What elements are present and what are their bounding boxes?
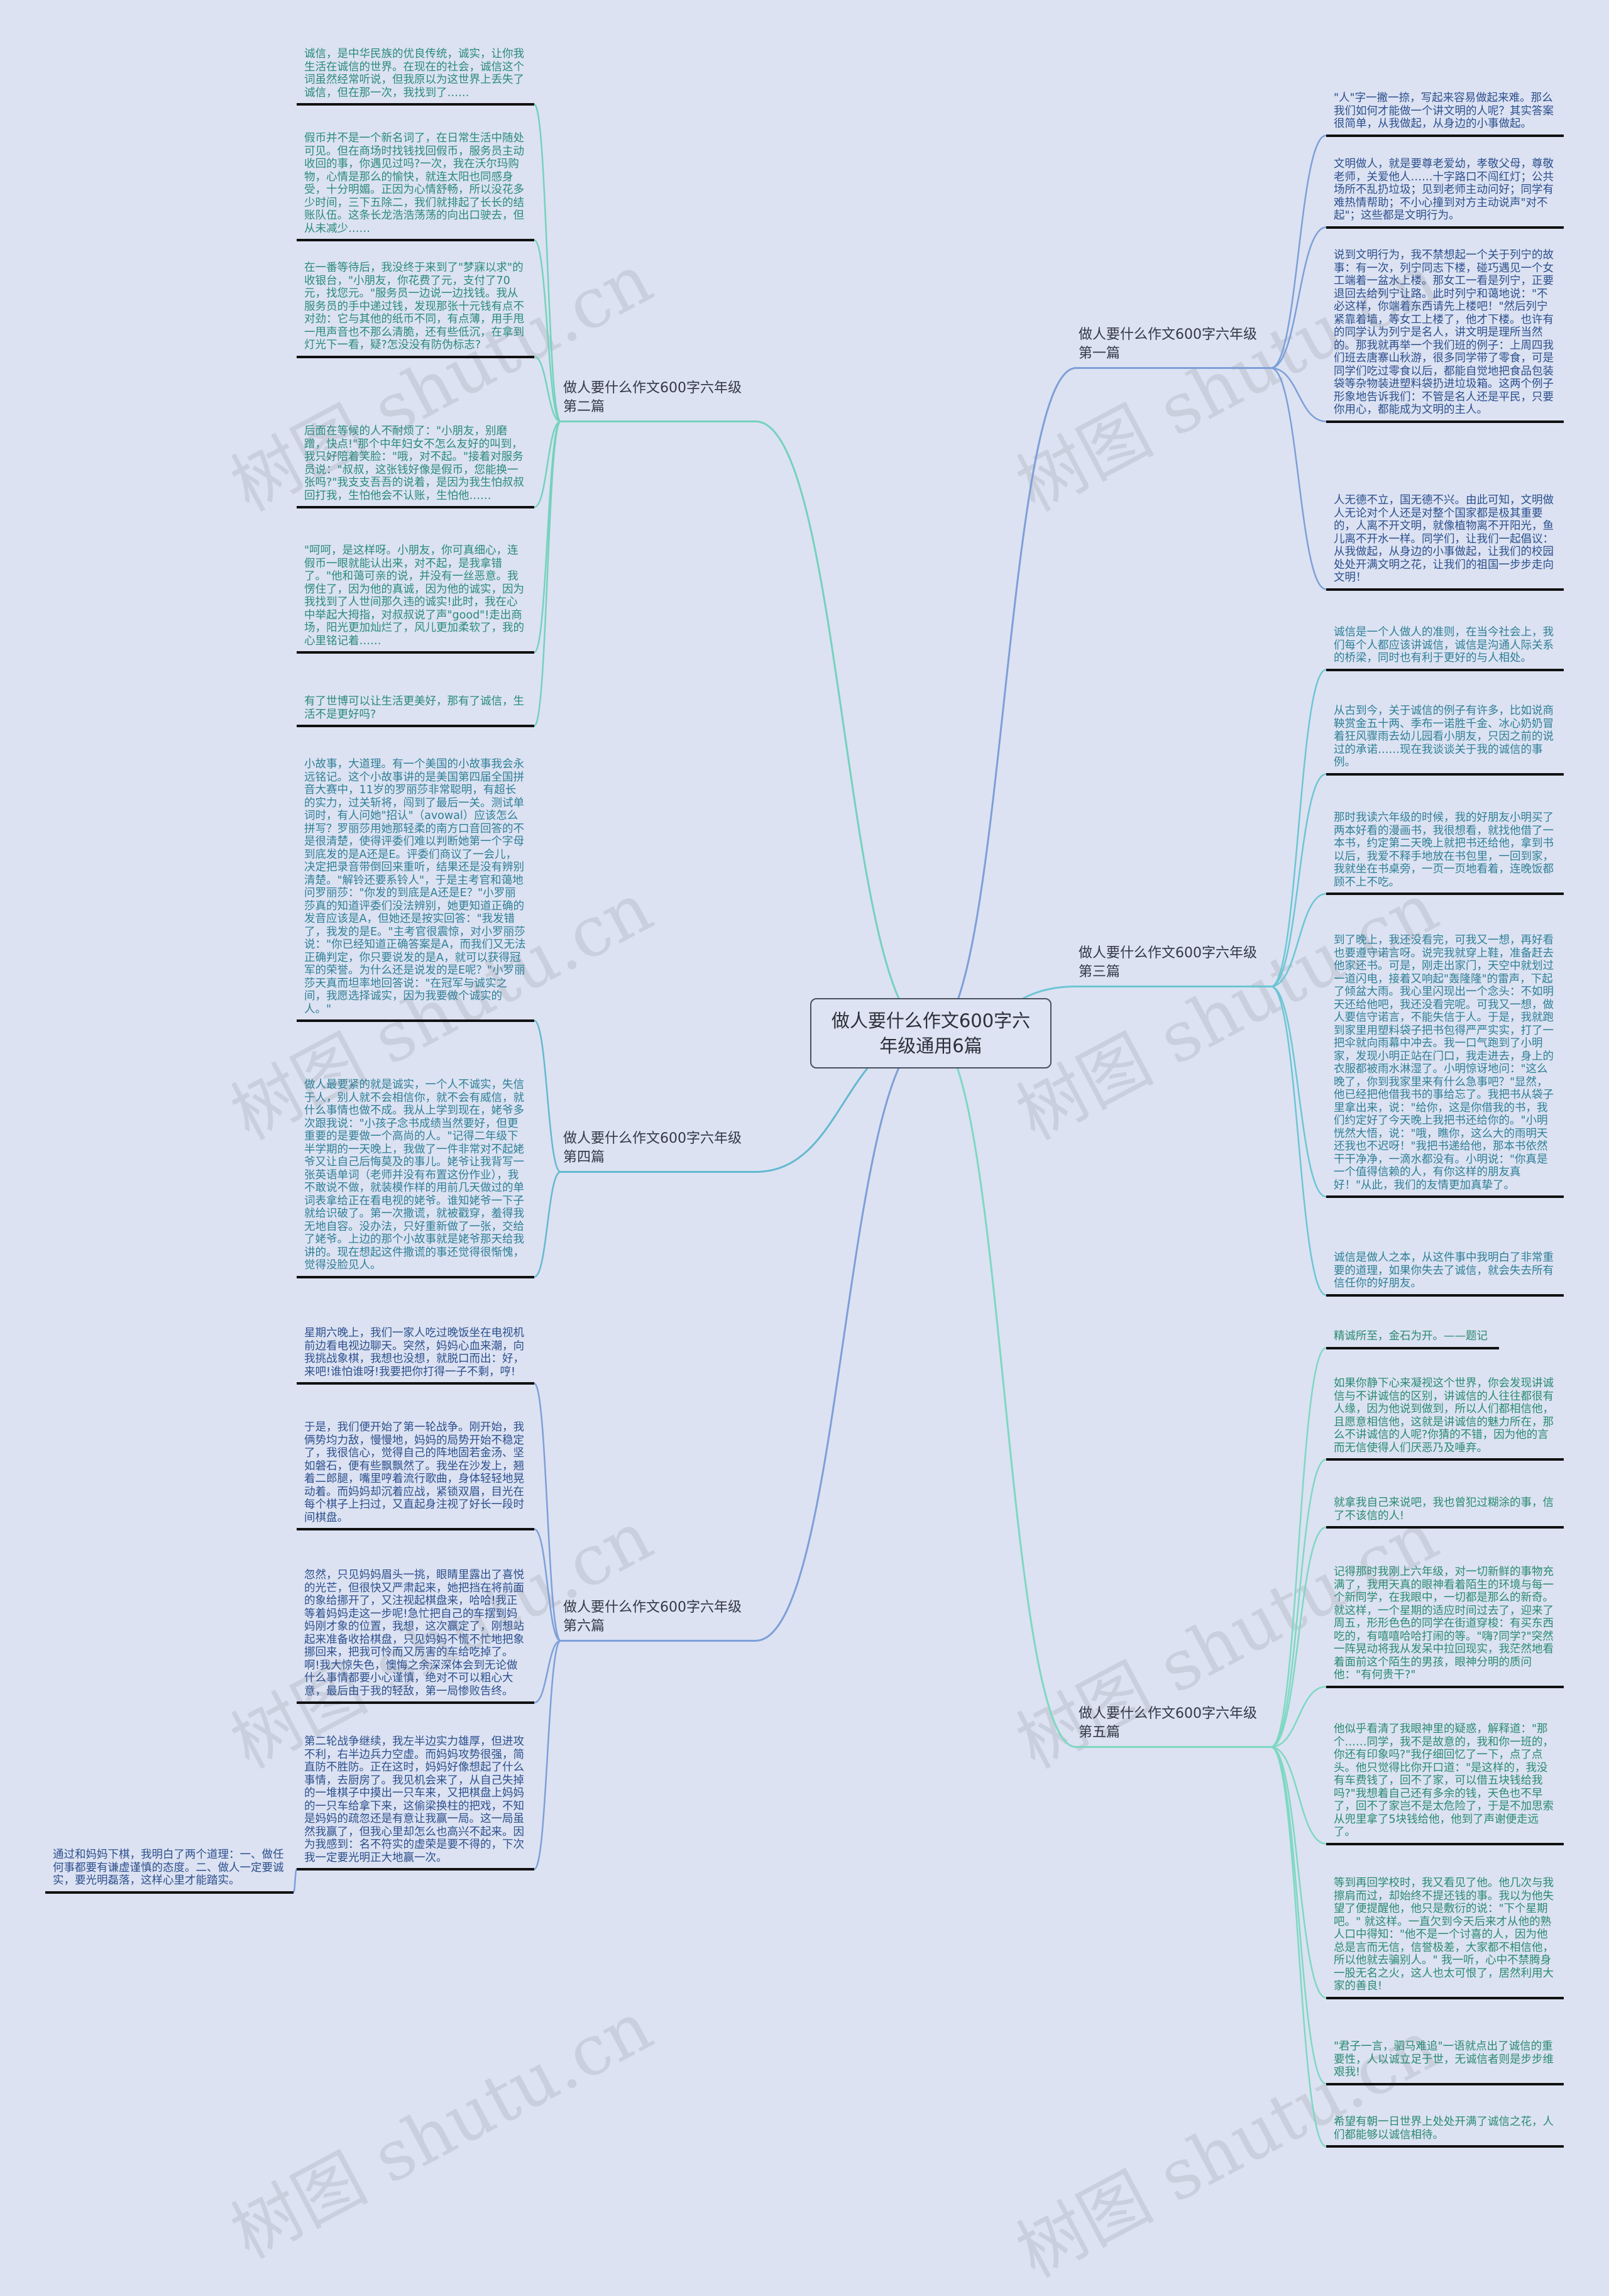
leaf-connector [533,420,562,654]
leaf-connector [534,1019,561,1173]
leaf-node[interactable]: 后面在等候的人不耐烦了："小朋友，别磨蹭，快点!"那个中年妇女不怎么友好的叫到，… [297,425,534,508]
leaf-connector [1270,893,1327,987]
leaf-node[interactable]: 到了晚上，我还没看完，可我又一想，再好看也要遵守诺言呀。说完我就穿上鞋，准备赶去… [1326,934,1564,1198]
leaf-connector [534,1171,561,1278]
branch-topic-3[interactable]: 做人要什么作文600字六年级 第三篇 [1076,944,1271,987]
leaf-node[interactable]: "呵呵，是这样呀。小朋友，你可真细心，连假币一眼就能认出来，对不起，是我拿错了。… [297,544,534,654]
leaf-connector [1270,226,1327,369]
leaf-node[interactable]: "人"字一撇一捺，写起来容易做起来难。那么我们如何才能做一个讲文明的人呢？其实答… [1326,92,1564,137]
leaf-node[interactable]: 在一番等待后，我没终于来到了"梦寐以求"的收银台，"小朋友，你花费了元，支付了7… [297,261,534,358]
branch-connector [931,367,1077,1035]
leaf-node[interactable]: 于是，我们便开始了第一轮战争。刚开始，我俩势均力敌，慢慢地，妈妈的局势开始不稳定… [297,1421,534,1530]
branch-connector [931,1032,1077,1748]
leaf-node[interactable]: 星期六晚上，我们一家人吃过晚饭坐在电视机前边看电视边聊天。突然，妈妈心血来潮，向… [297,1327,534,1385]
branch-topic-4[interactable]: 做人要什么作文600字六年级 第四篇 [561,1129,755,1173]
leaf-node[interactable]: 精诚所至，金石为开。——题记 [1326,1330,1499,1349]
leaf-connector [533,1382,562,1642]
leaf-node[interactable]: 就拿我自己来说吧，我也曾犯过糊涂的事，信了不该信的人! [1326,1497,1564,1529]
leaf-connector [1270,1347,1327,1748]
leaf-connector [1270,1686,1327,1748]
leaf-connector [534,1528,561,1642]
leaf-node[interactable]: 人无德不立，国无德不兴。由此可知，文明做人无论对个人还是对整个国家都是极其重要的… [1326,494,1564,591]
leaf-connector [1270,773,1327,987]
leaf-node[interactable]: 那时我读六年级的时候，我的好朋友小明买了两本好看的漫画书，我很想看，就找他借了一… [1326,811,1564,895]
leaf-node[interactable]: 通过和妈妈下棋，我明白了两个道理：一、做任何事都要有谦虚谨慎的态度。二、做人一定… [45,1848,294,1894]
branch-topic-5[interactable]: 做人要什么作文600字六年级 第五篇 [1076,1705,1271,1748]
leaf-connector [1270,1746,1327,1999]
leaf-node[interactable]: 做人最要紧的就是诚实，一个人不诚实，失信于人，别人就不会相信你，就不会有威信，就… [297,1079,534,1278]
leaf-node[interactable]: 他似乎看清了我眼神里的疑惑，解释道："那个……同学，我不是故意的，我和你一班的，… [1326,1723,1564,1845]
leaf-connector [1270,1746,1327,2148]
leaf-connector [1270,367,1327,590]
leaf-connector [1270,367,1327,422]
leaf-connector [292,1868,298,1893]
leaf-connector [1270,1458,1327,1748]
leaf-node[interactable]: 忽然，只见妈妈眉头一挑，眼睛里露出了喜悦的光芒，但很快又严肃起来，她把挡在将前面… [297,1569,534,1704]
leaf-node[interactable]: 有了世博可以让生活更美好，那有了诚信，生活不是更好吗? [297,695,534,727]
central-topic[interactable]: 做人要什么作文600字六年级通用6篇 [810,998,1052,1068]
leaf-connector [533,420,562,727]
leaf-node[interactable]: 诚信是一个人做人的准则，在当今社会上，我们每个人都应该讲诚信，诚信是沟通人际关系… [1326,626,1564,671]
leaf-node[interactable]: 小故事，大道理。有一个美国的小故事我会永远铭记。这个小故事讲的是美国第四届全国拼… [297,758,534,1022]
leaf-connector [1270,986,1327,1296]
leaf-connector [533,103,562,422]
leaf-connector [534,239,561,422]
leaf-connector [1270,986,1327,1198]
leaf-node[interactable]: 从古到今，关于诚信的例子有许多，比如说商鞅赏金五十两、季布一诺胜千金、冰心奶奶冒… [1326,705,1564,776]
central-topic-text: 做人要什么作文600字六年级通用6篇 [831,1010,1031,1057]
branch-topic-1[interactable]: 做人要什么作文600字六年级 第一篇 [1076,326,1271,369]
leaf-node[interactable]: 等到再回学校时，我又看见了他。他几次与我擦肩而过，却始终不提还钱的事。我以为他失… [1326,1877,1564,1999]
leaf-node[interactable]: 希望有朝一日世界上处处开满了诚信之花，人们都能够以诚信相待。 [1326,2116,1564,2148]
leaf-node[interactable]: 文明做人，就是要尊老爱幼，孝敬父母，尊敬老师，关爱他人……十字路口不闯红灯；公共… [1326,158,1564,229]
leaf-node[interactable]: 说到文明行为，我不禁想起一个关于列宁的故事：有一次，列宁同志下楼，碰巧遇见一个女… [1326,249,1564,423]
branch-topic-6[interactable]: 做人要什么作文600字六年级 第六篇 [561,1598,755,1642]
branch-topic-2[interactable]: 做人要什么作文600字六年级 第二篇 [561,379,755,422]
branch-connector [755,420,933,1035]
branch-connector [755,1032,933,1642]
leaf-connector [1270,135,1327,369]
leaf-node[interactable]: 诚信，是中华民族的优良传统，诚实，让你我生活在诚信的世界。在现在的社会，诚信这个… [297,48,534,106]
leaf-connector [533,1640,562,1870]
leaf-node[interactable]: 假币并不是一个新名词了，在日常生活中随处可见。但在商场时找钱找回假币，服务员主动… [297,132,534,241]
leaf-node[interactable]: 诚信是做人之本，从这件事中我明白了非常重要的道理，如果你失去了诚信，就会失去所有… [1326,1251,1564,1297]
leaf-connector [534,356,561,422]
leaf-connector [534,420,561,508]
leaf-connector [1270,669,1327,987]
leaf-connector [534,1640,561,1704]
leaf-connector [1270,1746,1327,1845]
leaf-node[interactable]: 第二轮战争继续，我左半边实力雄厚，但进攻不利，右半边兵力空虚。而妈妈攻势很强，简… [297,1735,534,1870]
leaf-connector [1270,1526,1327,1748]
leaf-node[interactable]: 如果你静下心来凝视这个世界，你会发现讲诚信与不讲诚信的区别，讲诚信的人往往都很有… [1326,1377,1564,1461]
leaf-node[interactable]: "君子一言，驷马难追"一语就点出了诚信的重要性，人以诚立足于世，无诚信者则是步步… [1326,2040,1564,2085]
leaf-node[interactable]: 记得那时我刚上六年级，对一切新鲜的事物充满了，我用天真的眼神看着陌生的环境与每一… [1326,1566,1564,1688]
